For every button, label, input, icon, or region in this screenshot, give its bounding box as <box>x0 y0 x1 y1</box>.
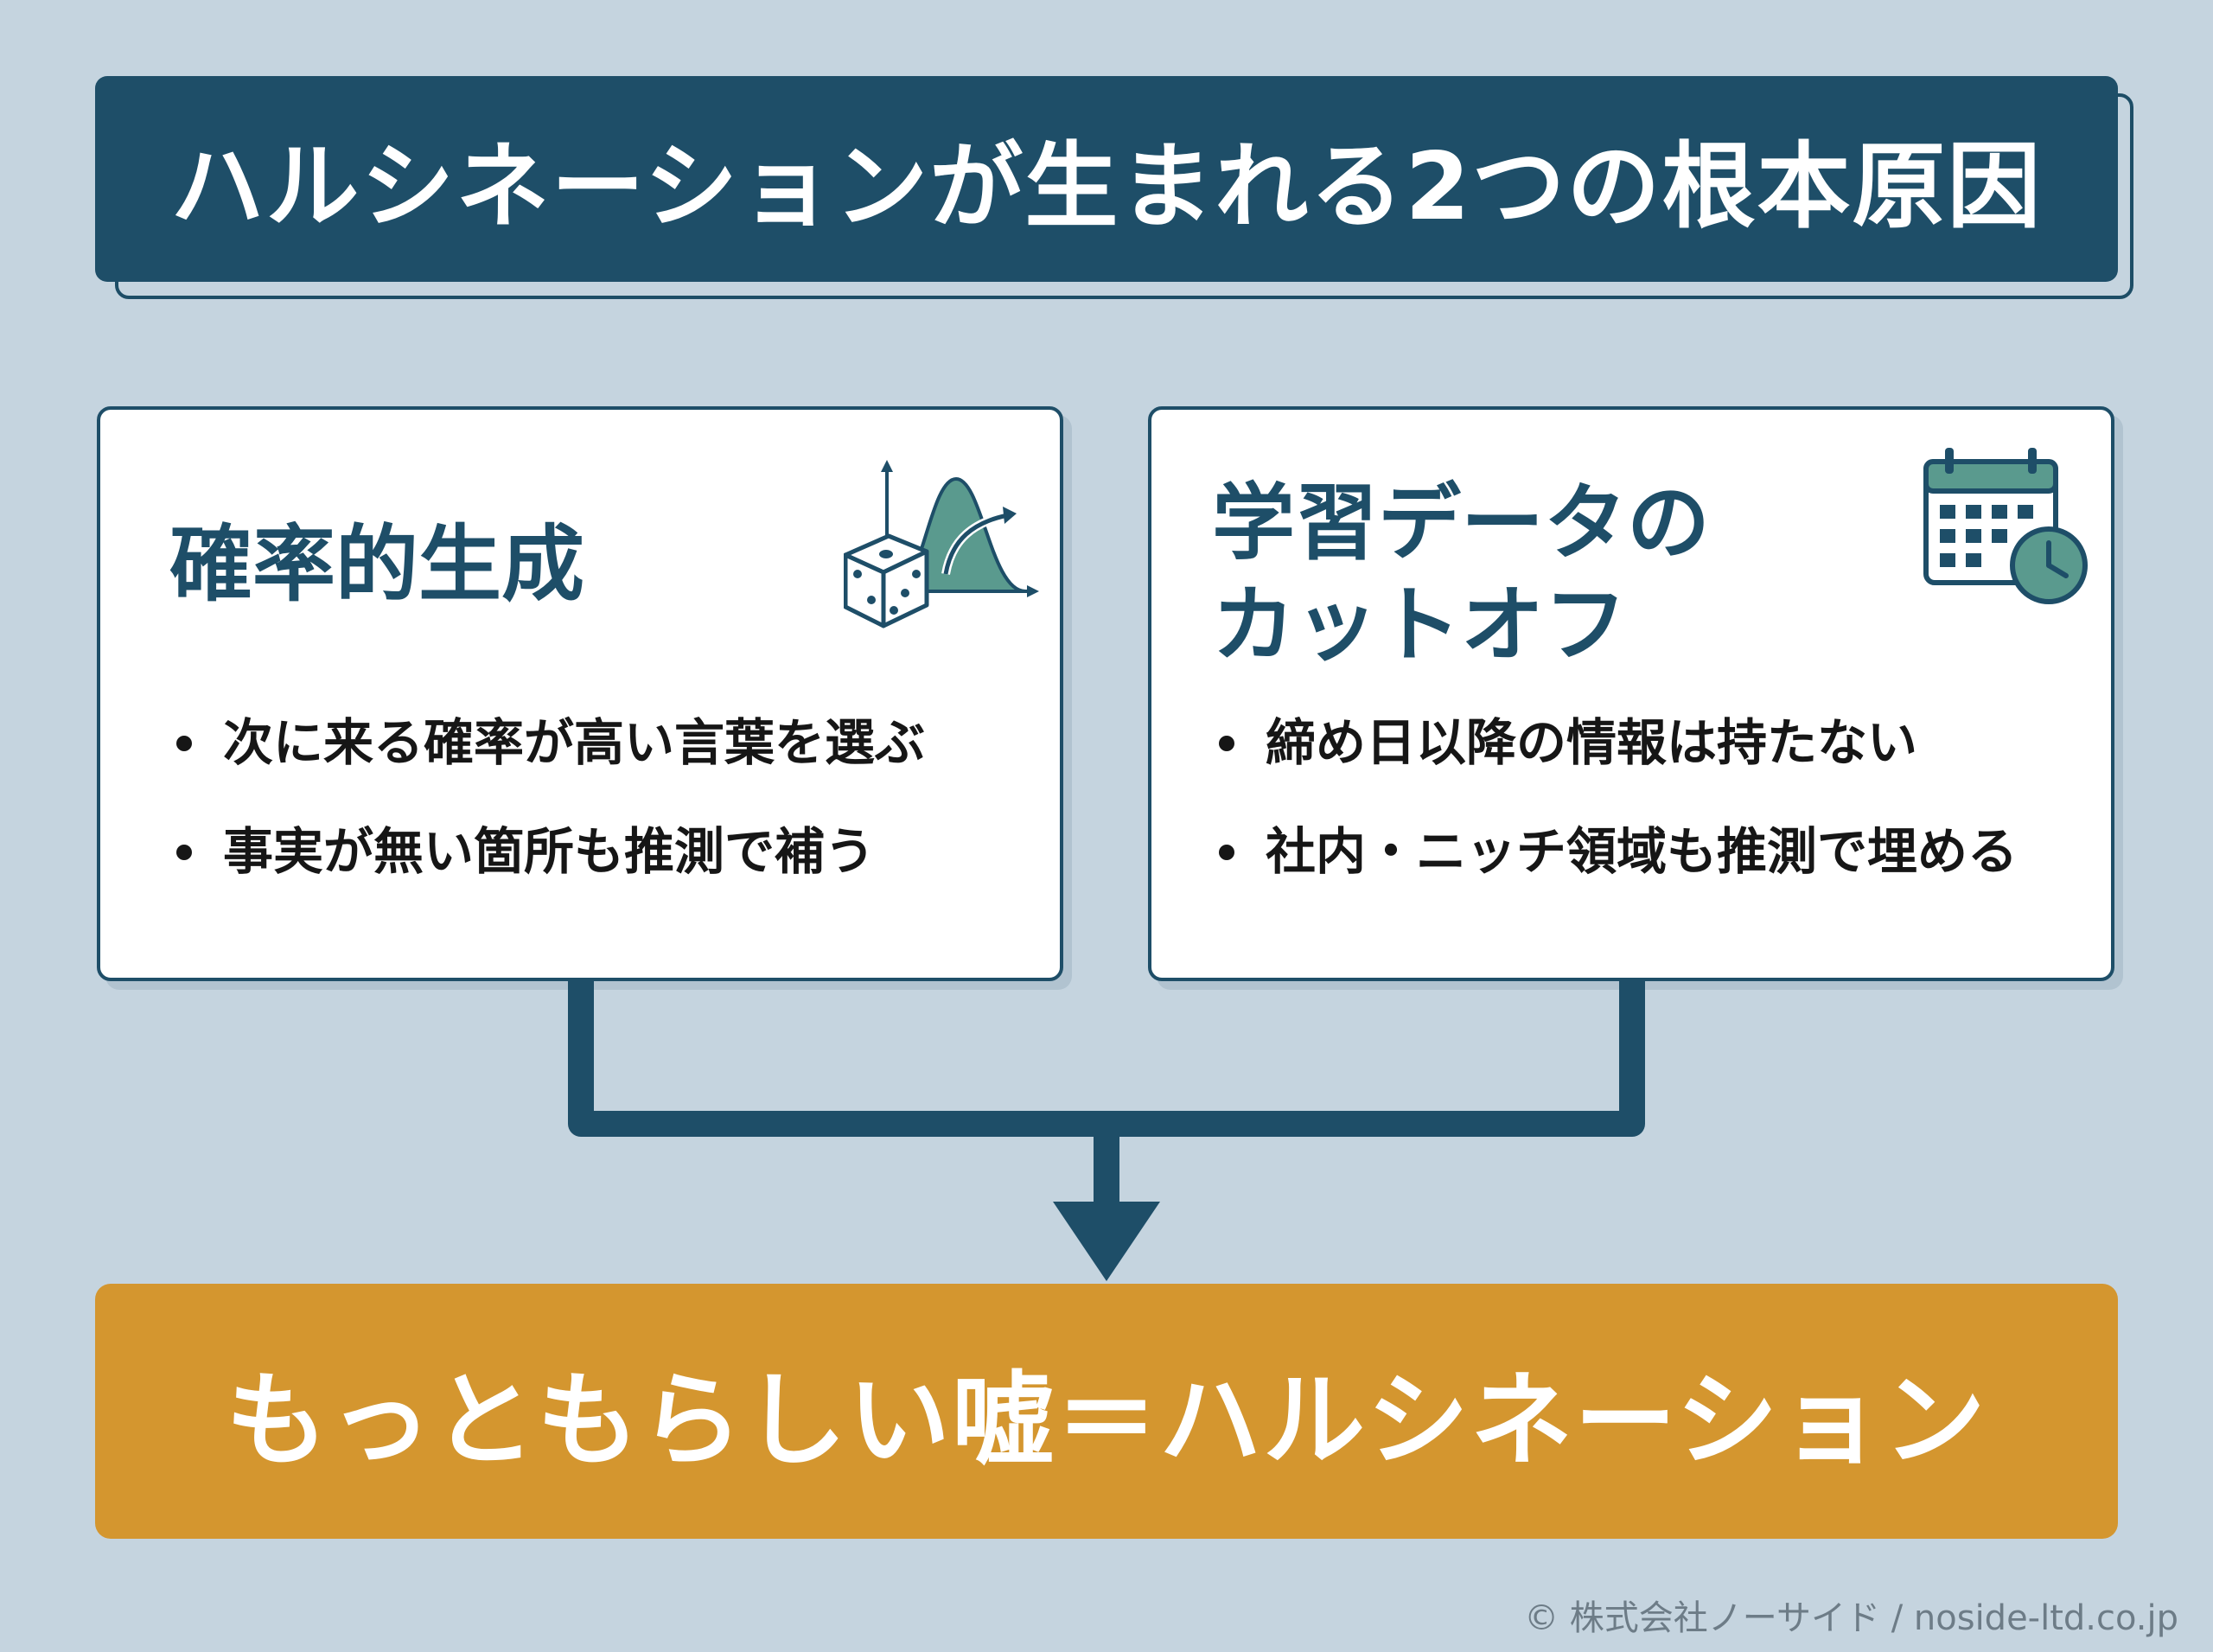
down-arrow-icon <box>1053 1202 1160 1281</box>
bullet-item: 事実が無い箇所も推測で補う <box>169 821 925 882</box>
bullet-item: 締め日以降の情報は持たない <box>1212 712 2018 773</box>
calendar-clock-icon <box>1923 448 2088 604</box>
page-title: ハルシネーションが生まれる2つの根本原因 <box>170 133 2043 241</box>
result-text: もっともらしい嘘＝ハルシネーション <box>226 1361 1987 1480</box>
card-title-line: カットオフ <box>1212 577 1627 673</box>
card-title: 学習データの カットオフ <box>1212 472 1710 676</box>
result-banner: もっともらしい嘘＝ハルシネーション <box>95 1284 2118 1539</box>
cause-card-cutoff: 学習データの カットオフ 締め日以降の情報は持たない 社内・ニッチ領域も推測で埋… <box>1148 406 2114 981</box>
bullet-item: 社内・ニッチ領域も推測で埋める <box>1212 821 2018 882</box>
cause-card-probabilistic: 確率的生成 次に来る確率が高い言葉を選ぶ 事実が無い箇所も推測で補う <box>97 406 1063 981</box>
bullet-list: 締め日以降の情報は持たない 社内・ニッチ領域も推測で埋める <box>1212 712 2018 930</box>
card-title-line: 学習データの <box>1212 475 1710 571</box>
dice-distribution-icon <box>844 460 1039 628</box>
bullet-item: 次に来る確率が高い言葉を選ぶ <box>169 712 925 773</box>
card-title: 確率的生成 <box>169 513 584 616</box>
card-title-line: 確率的生成 <box>169 516 584 613</box>
copyright-notice: © 株式会社ノーサイド / noside-ltd.co.jp <box>1524 1598 2178 1638</box>
title-banner: ハルシネーションが生まれる2つの根本原因 <box>95 76 2118 282</box>
bullet-list: 次に来る確率が高い言葉を選ぶ 事実が無い箇所も推測で補う <box>169 712 925 930</box>
